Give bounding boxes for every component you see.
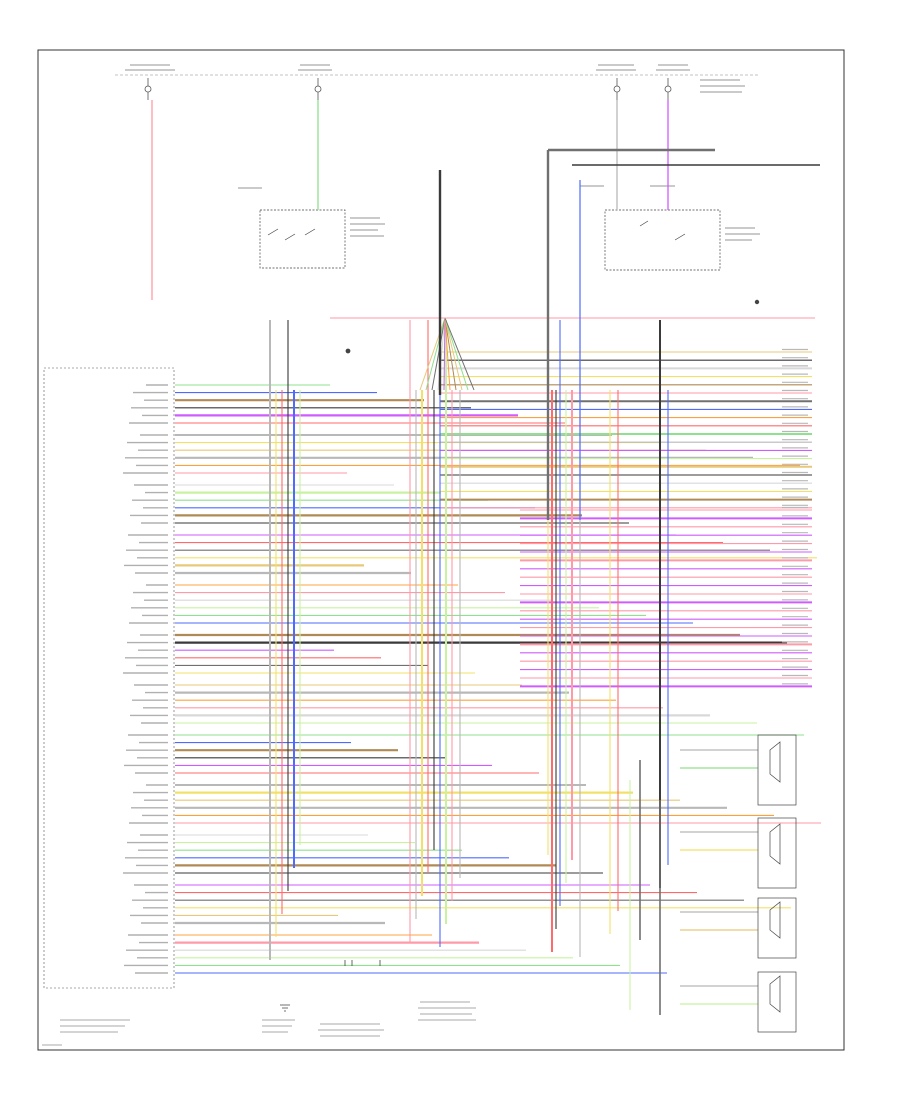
relay-box-right: [604, 209, 721, 271]
ecm-connector: [43, 367, 175, 989]
diagram-frame: [37, 49, 845, 1051]
ecm-pin-labels: [123, 384, 168, 974]
fan-wire: [444, 317, 469, 391]
fan-wire: [444, 317, 457, 391]
fuse-symbols: [144, 78, 672, 100]
fuse-labels: [125, 64, 745, 93]
fan-wire: [431, 317, 446, 391]
relay-box-left: [259, 209, 346, 269]
relay-contacts: [267, 220, 686, 241]
fan-wire: [444, 317, 451, 391]
fan-wire: [444, 317, 475, 391]
relay-labels: [238, 185, 760, 241]
bottom-labels: [42, 1001, 476, 1046]
ground-symbols: [280, 299, 760, 1012]
fan-wire: [443, 317, 446, 391]
fan-wire: [425, 317, 446, 391]
sensor-boxes: [757, 734, 797, 1033]
right-wire-labels: [782, 348, 808, 685]
fan-wire: [444, 317, 463, 391]
wire-bundle: [175, 148, 821, 1015]
